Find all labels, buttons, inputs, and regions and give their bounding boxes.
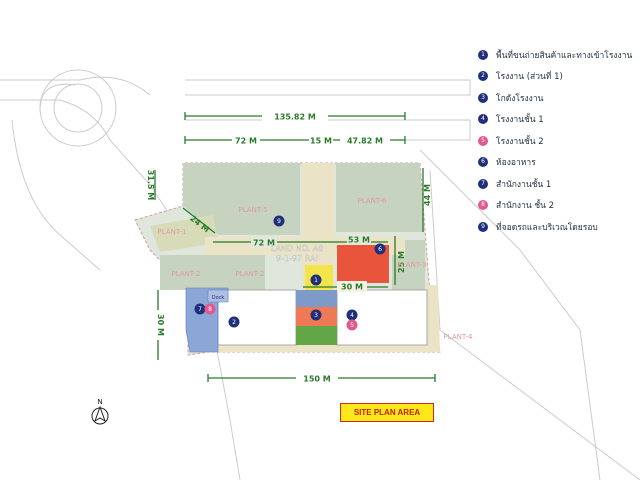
factory-building-right [336,289,428,346]
legend-item: 3 โกดังโรงงาน [478,87,638,109]
plant-2a-label: PLANT-2 [172,270,201,278]
legend-number-badge: 1 [478,49,488,60]
dim-right-44: 44 M [423,184,432,206]
dim-inner-53: 53 M [348,236,370,245]
dimension-labels: 135.82 M 72 M 15 M 47.82 M 31.5 M 44 M 2… [146,110,432,384]
land-number-label: LAND NO. A8 [271,244,323,253]
dim-seg-72: 72 M [235,137,257,146]
marker-4: 4 [350,312,354,319]
perimeter-road-bottom [208,342,438,352]
legend: 1 พื้นที่ขนถ่ายสินค้าและทางเข้าโรงงาน 2 โรง… [478,44,638,238]
legend-label: โรงงาน (ส่วนที่ 1) [496,72,563,83]
legend-item: 7 สำนักงานชั้น 1 [478,173,638,195]
plant-1-zone [150,215,218,252]
plant-6-zone [336,163,424,232]
dim-bottom-150: 150 M [303,375,330,384]
legend-item: 1 พื้นที่ขนถ่ายสินค้าและทางเข้าโรงงาน [478,44,638,66]
site-plan-title: SITE PLAN AREA [340,403,434,422]
legend-number-badge: 8 [478,200,488,211]
marker-6: 6 [378,246,382,253]
legend-label: สำนักงาน ชั้น 2 [496,201,555,212]
roundabout [39,69,117,147]
legend-item: 5 โรงงานชั้น 2 [478,130,638,152]
marker-8: 8 [208,306,212,313]
plant-4-label: PLANT-4 [444,333,473,341]
plant-2b-label: PLANT-2 [236,270,265,278]
legend-number-badge: 2 [478,71,488,82]
warehouse-green [296,326,337,345]
legend-number-badge: 3 [478,92,488,103]
perimeter-road-right [426,285,440,352]
map-markers: 1 2 3 4 5 6 7 8 9 [194,215,386,331]
marker-3: 3 [314,312,318,319]
dim-left-315: 31.5 M [146,170,155,201]
marker-1: 1 [314,277,318,284]
legend-label: โรงงานชั้น 1 [496,115,544,126]
access-road-vertical [302,163,334,285]
dim-seg-4782: 47.82 M [347,137,383,146]
marker-2: 2 [232,319,236,326]
legend-number-badge: 7 [478,178,488,189]
legend-number-badge: 4 [478,114,488,125]
north-arrow: N [91,398,109,425]
legend-item: 6 ห้องอาหาร [478,152,638,174]
dock-label: Dock [212,295,225,301]
plant-1-label: PLANT-1 [158,228,187,236]
legend-item: 2 โรงงาน (ส่วนที่ 1) [478,66,638,88]
legend-number-badge: 5 [478,135,488,146]
plant-2-zone [160,255,265,290]
warehouse-blue [296,290,337,307]
dim-inner-72: 72 M [253,239,275,248]
factory-building-left [217,289,297,346]
marker-7: 7 [198,306,202,313]
plant-6-label: PLANT-6 [358,197,387,205]
legend-number-badge: 6 [478,157,488,168]
plant-labels: PLANT-5 PLANT-6 PLANT-1 PLANT-2 PLANT-2 … [158,197,473,341]
dim-left-30: 30 M [156,314,165,336]
legend-label: โรงงานชั้น 2 [496,136,544,147]
dim-seg-15: 15 M [310,137,332,146]
dock-block [207,289,229,303]
north-label: N [97,398,102,406]
roundabout-inner [53,83,103,133]
plant-5-label: PLANT-5 [239,206,268,214]
legend-label: พื้นที่ขนถ่ายสินค้าและทางเข้าโรงงาน [496,50,633,61]
marker-5: 5 [350,322,354,329]
marker-9: 9 [277,218,281,225]
legend-label: สำนักงานชั้น 1 [496,179,552,190]
legend-label: ที่จอดรถและบริเวณโดยรอบ [496,222,598,233]
land-area-label: 9-1-97 RAI [276,254,318,263]
legend-item: 8 สำนักงาน ชั้น 2 [478,195,638,217]
legend-item: 4 โรงงานชั้น 1 [478,109,638,131]
dim-total-top: 135.82 M [274,113,316,122]
legend-label: โกดังโรงงาน [496,93,544,104]
legend-item: 9 ที่จอดรถและบริเวณโดยรอบ [478,216,638,238]
dim-right-25: 25 M [397,251,406,273]
legend-number-badge: 9 [478,221,488,232]
plant-3-label: PLANT-3 [398,261,427,269]
legend-label: ห้องอาหาร [496,158,536,169]
dim-mid-30: 30 M [341,283,363,292]
